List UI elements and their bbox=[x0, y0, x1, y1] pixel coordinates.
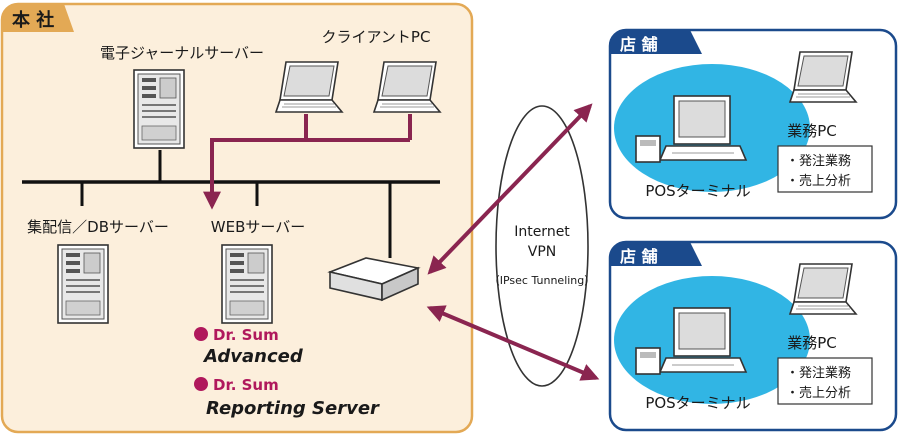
store-1-task-2: ・売上分析 bbox=[786, 173, 851, 189]
journal-server-icon bbox=[133, 69, 185, 149]
product-2-brand: Dr. Sum bbox=[213, 376, 279, 394]
client-to-web-arrow bbox=[203, 114, 308, 210]
store-2-task-box bbox=[777, 357, 873, 405]
journal-server-label: 電子ジャーナルサーバー bbox=[100, 44, 264, 62]
vpn-line-1: Internet bbox=[514, 224, 570, 240]
store-2-task-2: ・売上分析 bbox=[786, 385, 851, 401]
store-panel-2: 店 舗 業務PC POSターミナル ・発注業務 ・売上分析 bbox=[608, 240, 898, 432]
web-server-label: WEBサーバー bbox=[211, 218, 305, 236]
store-2-task-1: ・発注業務 bbox=[786, 365, 851, 381]
product-1-brand: Dr. Sum bbox=[213, 326, 279, 344]
arrow-router-to-store2 bbox=[426, 305, 600, 381]
router-icon bbox=[327, 257, 421, 302]
product-2: Dr. Sum Reporting Server bbox=[194, 376, 380, 419]
hq-title-tab bbox=[2, 4, 74, 32]
store-1-title: 店 舗 bbox=[620, 35, 658, 54]
vpn-line-2: VPN bbox=[528, 244, 557, 260]
store-1-task-box bbox=[777, 145, 873, 193]
store-2-title: 店 舗 bbox=[620, 247, 658, 266]
client-pc-label: クライアントPC bbox=[322, 28, 431, 46]
store-1-task-1: ・発注業務 bbox=[786, 153, 851, 169]
db-server-label: 集配信／DBサーバー bbox=[27, 218, 169, 236]
client-pc-laptop-icon-1 bbox=[275, 61, 343, 113]
product-1: Dr. Sum Advanced bbox=[194, 326, 304, 367]
client-pc-laptop-icon-2 bbox=[373, 61, 441, 113]
db-server-icon bbox=[57, 244, 109, 324]
store-panel-1: 店 舗 業務PC POSターミナル ・発注業務 ・売上分析 bbox=[608, 28, 898, 220]
product-2-name: Reporting Server bbox=[206, 398, 380, 419]
drsum-logo-icon-2 bbox=[194, 377, 208, 391]
store-2-pc-label: 業務PC bbox=[787, 334, 837, 352]
arrow-router-to-store1 bbox=[427, 103, 593, 275]
store-2-laptop-icon bbox=[789, 263, 857, 315]
product-1-name: Advanced bbox=[202, 346, 304, 367]
store-1-pc-label: 業務PC bbox=[787, 122, 837, 140]
store-1-pos-label: POSターミナル bbox=[645, 182, 750, 200]
hq-title: 本 社 bbox=[12, 9, 54, 31]
store-2-pos-label: POSターミナル bbox=[645, 394, 750, 412]
web-server-icon bbox=[221, 244, 273, 324]
drsum-logo-icon-1 bbox=[194, 327, 208, 341]
store-1-laptop-icon bbox=[789, 51, 857, 103]
vpn-line-3: （IPsec Tunneling） bbox=[489, 274, 596, 287]
